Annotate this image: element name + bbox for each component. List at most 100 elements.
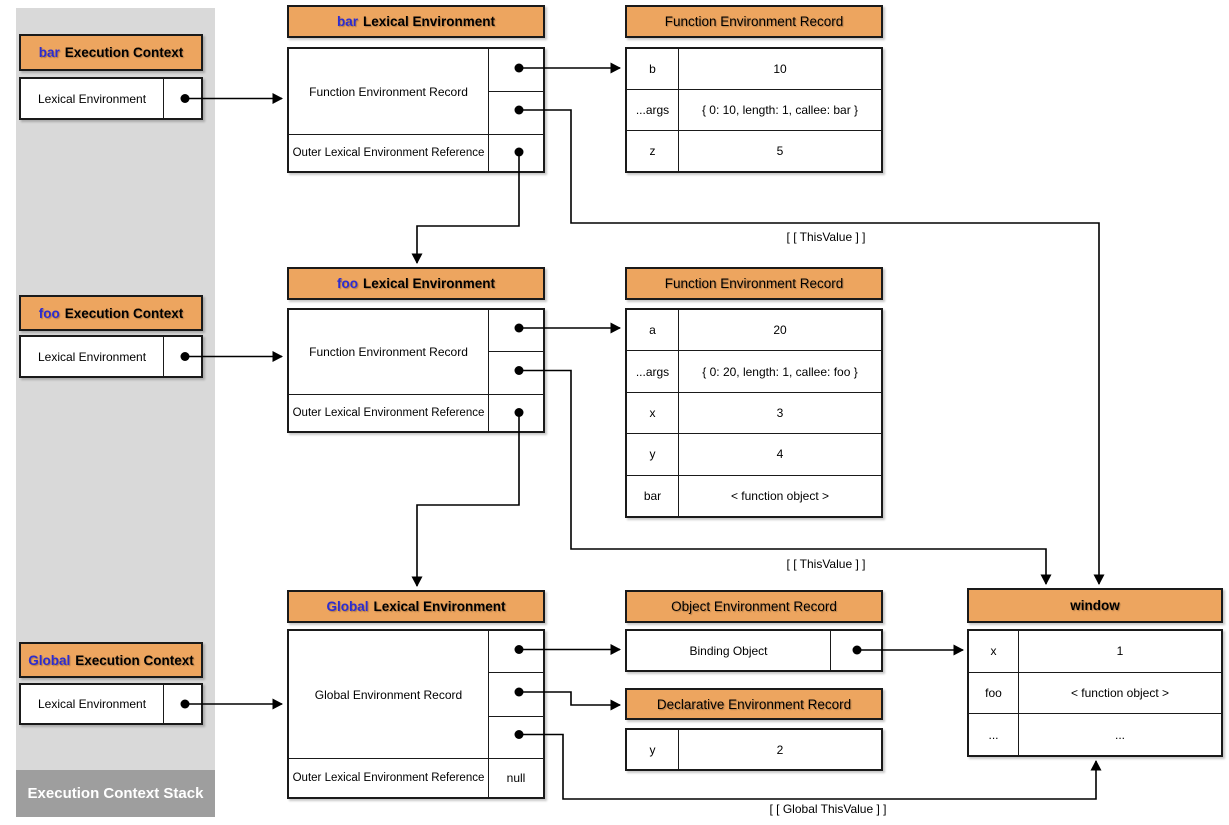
table-row: x 1	[969, 631, 1221, 672]
record-title: Function Environment Record	[664, 14, 844, 29]
global-slot-pointer-cell	[164, 685, 201, 723]
global-lexical-environment-body: Global Environment Record Outer Lexical …	[287, 629, 545, 799]
row-value: 10	[773, 62, 787, 76]
table-row: x 3	[627, 391, 881, 434]
row-value: { 0: 10, length: 1, callee: bar }	[701, 103, 859, 117]
foo-keyword: foo	[336, 276, 358, 291]
row-value: 20	[773, 323, 787, 338]
foo-slot-pointer-cell	[164, 337, 201, 376]
row-key: z	[627, 131, 679, 171]
bar-pointer-cell-2	[488, 91, 543, 134]
foo-lexical-environment-title: Lexical Environment	[362, 276, 496, 291]
bar-slot-pointer-cell	[164, 79, 201, 118]
row-key: x	[969, 631, 1019, 672]
bar-keyword: bar	[336, 14, 358, 29]
row-key: y	[627, 434, 679, 475]
row-value: ...	[1114, 727, 1125, 742]
row-key: bar	[627, 475, 679, 517]
global-outer-value-cell: null	[488, 758, 543, 797]
execution-context-stack-label: Execution Context Stack	[27, 785, 204, 802]
bar-function-environment-record-table: b 10 ...args { 0: 10, length: 1, callee:…	[625, 47, 883, 173]
window-object-header: window	[967, 588, 1223, 623]
row-value: 2	[776, 742, 784, 757]
foo-pointer-cell-1	[488, 310, 543, 351]
row-key: ...args	[627, 90, 679, 130]
row-key: ...args	[627, 351, 679, 392]
table-row: y 4	[627, 433, 881, 475]
table-row: z 5	[627, 130, 881, 171]
row-key: x	[627, 392, 679, 434]
global-lexical-environment-slot: Lexical Environment	[19, 683, 203, 725]
row-value: 3	[776, 406, 784, 421]
table-row: bar < function object >	[627, 474, 881, 517]
foo-pointer-cell-2	[488, 351, 543, 394]
foo-lexical-environment-body: Function Environment Record Outer Lexica…	[287, 308, 545, 433]
global-outer-reference-label: Outer Lexical Environment Reference	[289, 758, 488, 797]
this-value-label-bar: [ [ ThisValue ] ]	[786, 230, 866, 244]
record-title: Function Environment Record	[664, 276, 844, 291]
foo-function-environment-record-header: Function Environment Record	[625, 267, 883, 300]
foo-keyword: foo	[38, 305, 60, 321]
table-row: ...args { 0: 10, length: 1, callee: bar …	[627, 89, 881, 130]
bar-function-environment-record-header: Function Environment Record	[625, 5, 883, 38]
bar-lexical-environment-body: Function Environment Record Outer Lexica…	[287, 47, 545, 173]
global-keyword: Global	[326, 599, 369, 614]
global-pointer-cell-3	[488, 716, 543, 758]
bar-slot-label: Lexical Environment	[21, 79, 164, 118]
global-this-value-label: [ [ Global ThisValue ] ]	[769, 802, 887, 816]
global-keyword: Global	[28, 652, 71, 668]
global-lexical-environment-title: Lexical Environment	[373, 599, 506, 614]
row-value: 4	[776, 447, 784, 462]
binding-object-pointer-cell	[831, 631, 881, 670]
global-pointer-cell-2	[488, 672, 543, 716]
record-title: Declarative Environment Record	[656, 696, 852, 712]
bar-execution-context-title: Execution Context	[64, 45, 184, 60]
window-object-table: x 1 foo < function object > ... ...	[967, 629, 1223, 757]
table-row: b 10	[627, 49, 881, 89]
foo-record-label: Function Environment Record	[309, 345, 468, 359]
global-execution-context-header: Global Execution Context	[19, 642, 203, 678]
row-key: foo	[969, 672, 1019, 714]
bar-pointer-cell-1	[488, 49, 543, 91]
table-row: ... ...	[969, 713, 1221, 756]
record-title: Object Environment Record	[671, 599, 837, 614]
bar-keyword: bar	[38, 45, 60, 60]
row-key: y	[627, 730, 679, 769]
row-value: { 0: 20, length: 1, callee: foo }	[702, 364, 858, 379]
row-key: a	[627, 310, 679, 351]
global-record-label: Global Environment Record	[314, 687, 463, 702]
row-value: < function object >	[730, 488, 830, 503]
arrow-foo-outer-to-global-le	[411, 412, 520, 587]
foo-execution-context-header: foo Execution Context	[19, 295, 203, 331]
row-value: 1	[1116, 644, 1124, 659]
foo-outer-pointer-cell	[488, 394, 543, 431]
binding-object-label: Binding Object	[627, 631, 831, 670]
object-environment-record-header: Object Environment Record	[625, 590, 883, 623]
global-slot-label: Lexical Environment	[21, 685, 164, 723]
execution-context-stack-footer: Execution Context Stack	[16, 770, 215, 817]
bar-record-label: Function Environment Record	[309, 84, 468, 99]
row-key: ...	[969, 714, 1019, 756]
declarative-environment-record-header: Declarative Environment Record	[625, 688, 883, 720]
table-row: foo < function object >	[969, 671, 1221, 714]
row-key: b	[627, 49, 679, 89]
foo-function-environment-record-table: a 20 ...args { 0: 20, length: 1, callee:…	[625, 308, 883, 518]
foo-lexical-environment-slot: Lexical Environment	[19, 335, 203, 378]
foo-execution-context-title: Execution Context	[64, 305, 184, 321]
table-row: a 20	[627, 310, 881, 351]
table-row: y 2	[627, 730, 881, 769]
bar-lexical-environment-slot: Lexical Environment	[19, 77, 203, 120]
this-value-label-foo: [ [ ThisValue ] ]	[786, 557, 866, 571]
row-value: 5	[776, 144, 784, 158]
row-value: < function object >	[1070, 686, 1170, 700]
foo-lexical-environment-header: foo Lexical Environment	[287, 267, 545, 300]
bar-lexical-environment-header: bar Lexical Environment	[287, 5, 545, 38]
global-execution-context-title: Execution Context	[75, 652, 194, 668]
foo-slot-label: Lexical Environment	[21, 337, 164, 376]
window-title: window	[1070, 598, 1120, 613]
foo-outer-reference-label: Outer Lexical Environment Reference	[289, 394, 488, 431]
global-lexical-environment-header: Global Lexical Environment	[287, 590, 545, 623]
bar-outer-reference-label: Outer Lexical Environment Reference	[289, 134, 488, 171]
binding-object-row: Binding Object	[625, 629, 883, 672]
